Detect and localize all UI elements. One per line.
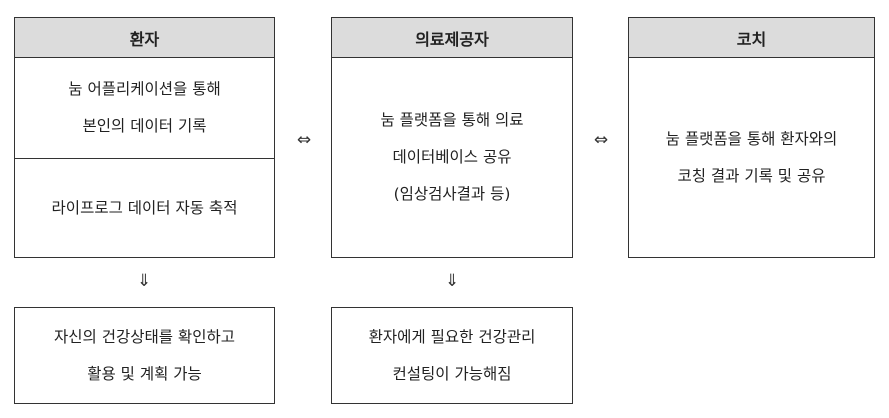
provider-body-cell: 눔 플랫폼을 통해 의료 데이터베이스 공유 (임상검사결과 등) <box>332 58 572 257</box>
provider-outcome-line-2: 컨설팅이 가능해짐 <box>392 364 512 383</box>
provider-body-line-2: 데이터베이스 공유 <box>392 148 512 166</box>
provider-outcome-box: 환자에게 필요한 건강관리 컨설팅이 가능해짐 <box>331 307 573 404</box>
patient-lifelog-line-1: 라이프로그 데이터 자동 축적 <box>51 198 238 217</box>
coach-box: 코치 눔 플랫폼을 통해 환자와의 코칭 결과 기록 및 공유 <box>628 17 875 258</box>
down-arrow-icon: ⇓ <box>136 271 152 291</box>
coach-body-line-1: 눔 플랫폼을 통해 환자와의 <box>665 129 838 148</box>
provider-box-title: 의료제공자 <box>332 18 572 58</box>
patient-box-title: 환자 <box>15 18 274 58</box>
provider-body-line-3: (임상검사결과 등) <box>393 185 511 203</box>
provider-box: 의료제공자 눔 플랫폼을 통해 의료 데이터베이스 공유 (임상검사결과 등) <box>331 17 573 258</box>
patient-outcome-box: 자신의 건강상태를 확인하고 활용 및 계획 가능 <box>14 307 275 404</box>
provider-body-line-1: 눔 플랫폼을 통해 의료 <box>380 111 524 129</box>
bidirectional-arrow-icon: ⇔ <box>296 130 312 150</box>
patient-outcome-line-2: 활용 및 계획 가능 <box>87 364 202 383</box>
patient-box: 환자 눔 어플리케이션을 통해 본인의 데이터 기록 라이프로그 데이터 자동 … <box>14 17 275 258</box>
patient-record-cell: 눔 어플리케이션을 통해 본인의 데이터 기록 <box>15 58 274 159</box>
bidirectional-arrow-icon: ⇔ <box>593 130 609 150</box>
provider-outcome-cell: 환자에게 필요한 건강관리 컨설팅이 가능해짐 <box>332 308 572 403</box>
provider-outcome-line-1: 환자에게 필요한 건강관리 <box>368 327 536 346</box>
coach-body-cell: 눔 플랫폼을 통해 환자와의 코칭 결과 기록 및 공유 <box>629 58 874 257</box>
patient-outcome-line-1: 자신의 건강상태를 확인하고 <box>54 327 235 346</box>
coach-body-line-2: 코칭 결과 기록 및 공유 <box>677 166 826 185</box>
patient-record-line-2: 본인의 데이터 기록 <box>82 117 207 135</box>
patient-record-line-1: 눔 어플리케이션을 통해 <box>68 80 221 98</box>
down-arrow-icon: ⇓ <box>444 271 460 291</box>
patient-outcome-cell: 자신의 건강상태를 확인하고 활용 및 계획 가능 <box>15 308 274 403</box>
coach-box-title: 코치 <box>629 18 874 58</box>
patient-lifelog-cell: 라이프로그 데이터 자동 축적 <box>15 159 274 257</box>
